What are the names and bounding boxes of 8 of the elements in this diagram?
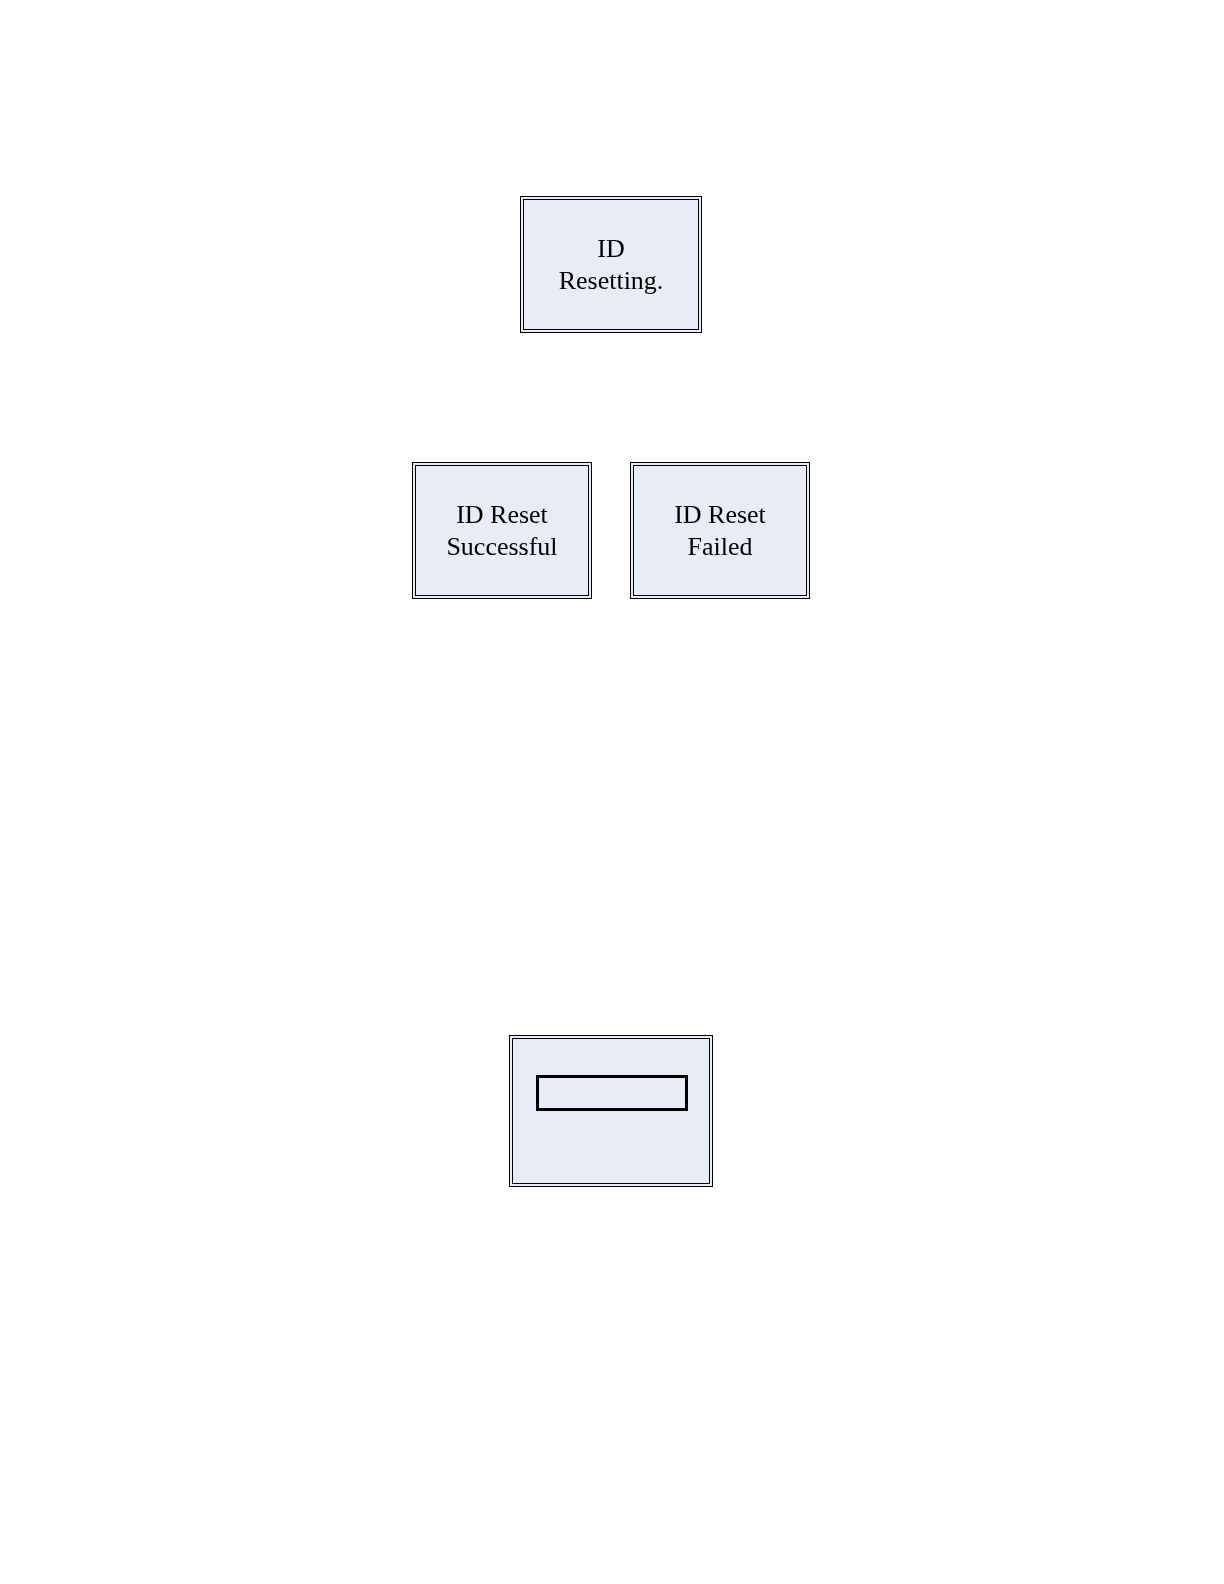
screen-text: ID Reset Successful xyxy=(445,498,559,563)
screen-box xyxy=(412,462,592,599)
screen-box xyxy=(520,196,702,333)
screen-box xyxy=(509,1035,713,1187)
screen-text: ID Resetting. xyxy=(557,232,665,297)
screen-text: ID Reset Failed xyxy=(673,498,767,563)
screen-box xyxy=(630,462,810,599)
input-field xyxy=(536,1075,688,1111)
